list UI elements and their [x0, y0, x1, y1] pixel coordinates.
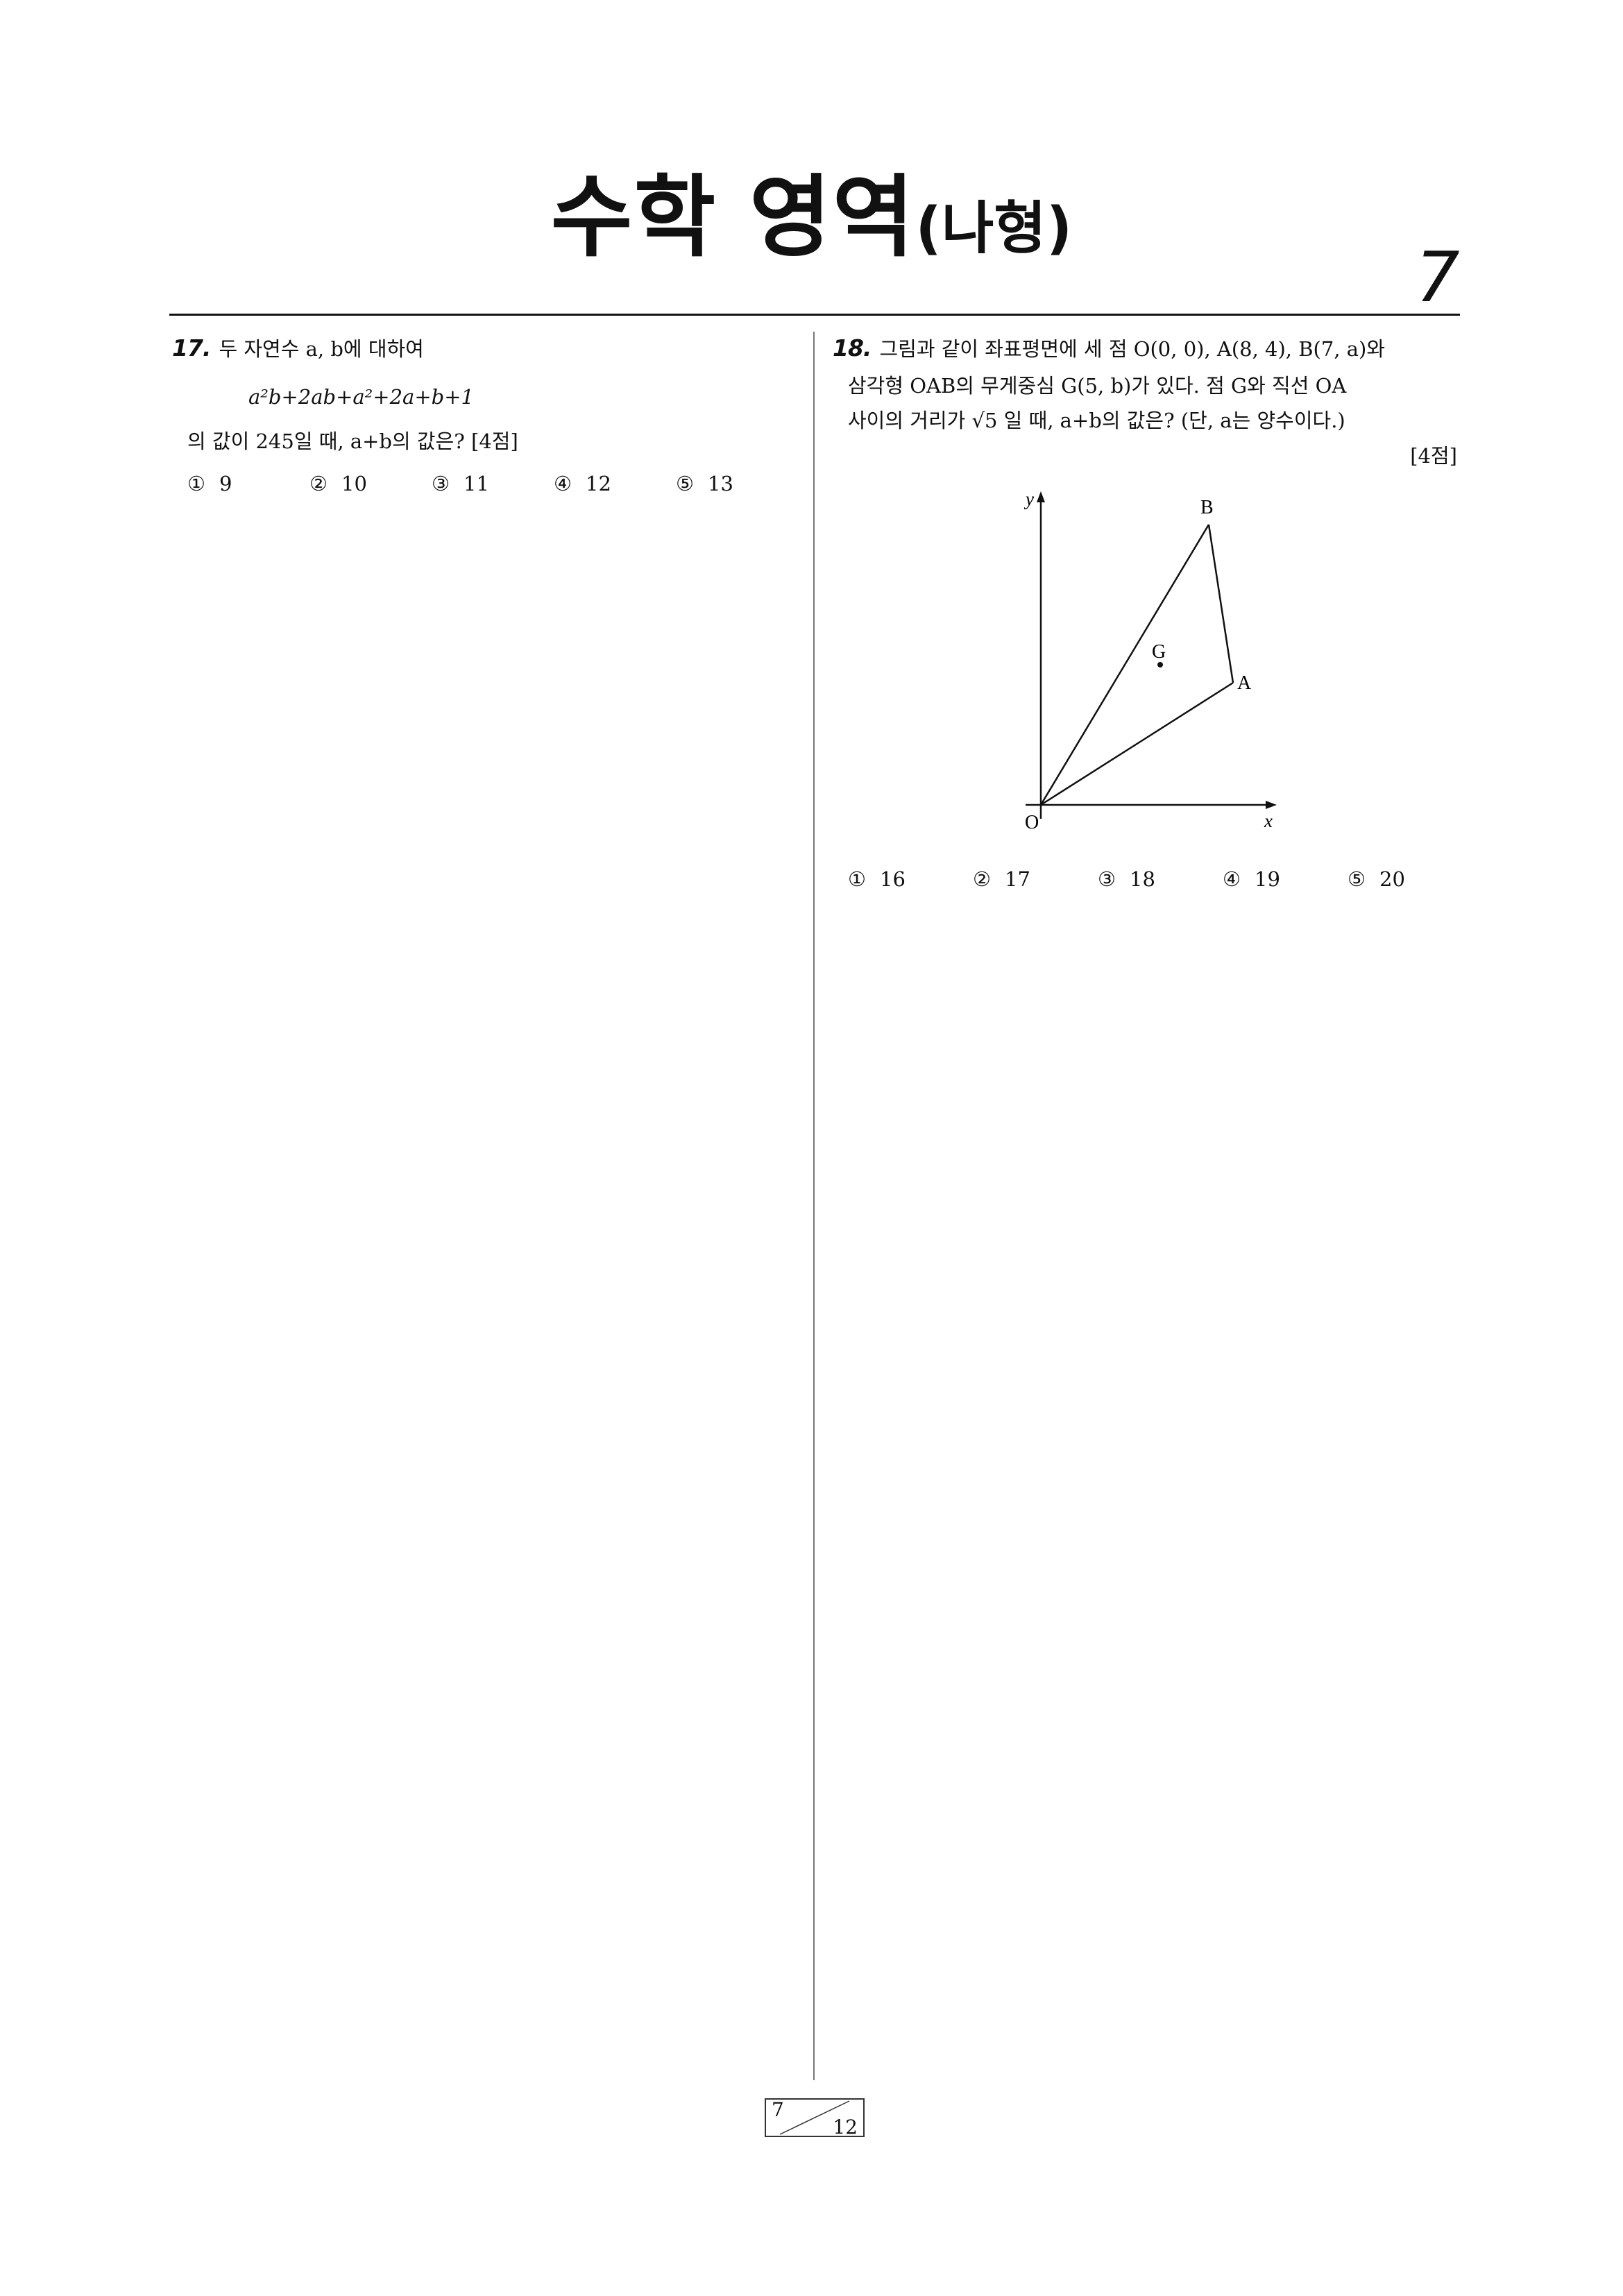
point-g — [1157, 661, 1163, 667]
q17-choice-2[interactable]: ② 10 — [294, 468, 416, 500]
y-axis-label: y — [1023, 488, 1034, 509]
choice-mark: ⑤ — [676, 471, 694, 495]
choice-value: 10 — [341, 471, 367, 495]
choice-mark: ② — [973, 867, 991, 891]
q17-formula: a²b+2ab+a²+2a+b+1 — [248, 384, 474, 409]
q18-line3: 사이의 거리가 √5 일 때, a+b의 값은? (단, a는 양수이다.) — [848, 409, 1345, 433]
q18-line2: 삼각형 OAB의 무게중심 G(5, b)가 있다. 점 G와 직선 OA — [848, 373, 1347, 398]
x-axis-label: x — [1264, 810, 1273, 831]
q17-number: 17. — [172, 334, 211, 362]
title-subtitle: (나형) — [915, 196, 1073, 262]
q17-choice-5[interactable]: ⑤ 13 — [661, 468, 783, 500]
q18-number: 18. — [833, 334, 872, 362]
q18-choice-4[interactable]: ④ 19 — [1207, 863, 1332, 895]
choice-value: 18 — [1130, 867, 1155, 891]
choice-mark: ① — [848, 867, 866, 891]
choice-mark: ③ — [432, 471, 450, 495]
choice-value: 12 — [586, 471, 611, 495]
segment-oa — [1040, 681, 1234, 806]
choice-mark: ② — [309, 471, 328, 495]
choice-value: 11 — [464, 471, 489, 495]
choice-value: 20 — [1379, 867, 1405, 891]
choice-mark: ① — [187, 471, 205, 495]
q17-line2: 의 값이 245일 때, a+b의 값은? [4점] — [187, 430, 518, 454]
q18-points: [4점] — [1410, 443, 1457, 468]
total-pages: 12 — [833, 2116, 858, 2138]
choice-value: 9 — [219, 471, 232, 495]
q18-choice-5[interactable]: ⑤ 20 — [1332, 863, 1457, 895]
choice-mark: ④ — [1223, 867, 1241, 891]
coordinate-diagram: y x O A B G — [1023, 488, 1277, 833]
point-g-label: G — [1152, 641, 1166, 663]
header-rule — [169, 314, 1460, 316]
page-indicator: 7 12 — [765, 2098, 865, 2138]
x-axis-arrow — [1266, 800, 1277, 809]
q18-choice-1[interactable]: ① 16 — [833, 863, 958, 895]
choice-mark: ③ — [1098, 867, 1116, 891]
choice-mark: ④ — [554, 471, 572, 495]
q18-choices: ① 16 ② 17 ③ 18 ④ 19 ⑤ 20 — [833, 863, 1457, 895]
q18-choice-2[interactable]: ② 17 — [958, 863, 1082, 895]
question-18: 18. 그림과 같이 좌표평면에 세 점 O(0, 0), A(8, 4), B(… — [833, 328, 1457, 895]
segment-ob — [1039, 524, 1210, 806]
q17-choice-3[interactable]: ③ 11 — [416, 468, 538, 500]
point-a-label: A — [1237, 672, 1252, 694]
choice-value: 16 — [880, 867, 906, 891]
q18-prompt: 18. 그림과 같이 좌표평면에 세 점 O(0, 0), A(8, 4), B(… — [833, 330, 1457, 367]
origin-label: O — [1025, 812, 1039, 833]
segment-ab — [1207, 524, 1234, 683]
choice-value: 13 — [708, 471, 733, 495]
choice-value: 17 — [1005, 867, 1030, 891]
q18-line1: 그림과 같이 좌표평면에 세 점 O(0, 0), A(8, 4), B(7, … — [879, 337, 1386, 361]
choice-value: 19 — [1255, 867, 1280, 891]
q17-line1: 두 자연수 a, b에 대하여 — [219, 337, 424, 361]
page-number: 7 — [1416, 237, 1460, 318]
q18-figure: y x O A B G — [833, 479, 1457, 853]
y-axis-arrow — [1037, 491, 1045, 502]
q17-choice-4[interactable]: ④ 12 — [538, 468, 661, 500]
page-indicator-slash — [779, 2100, 850, 2135]
q17-prompt: 17. 두 자연수 a, b에 대하여 — [172, 330, 783, 367]
q18-choice-3[interactable]: ③ 18 — [1082, 863, 1207, 895]
column-divider — [813, 332, 815, 2080]
current-page: 7 — [772, 2098, 784, 2121]
choice-mark: ⑤ — [1348, 867, 1366, 891]
exam-title: 수학 영역(나형) — [0, 173, 1623, 262]
question-17: 17. 두 자연수 a, b에 대하여 a²b+2ab+a²+2a+b+1 의 값… — [172, 328, 783, 500]
title-text: 수학 영역 — [550, 166, 916, 269]
point-b-label: B — [1200, 497, 1214, 518]
